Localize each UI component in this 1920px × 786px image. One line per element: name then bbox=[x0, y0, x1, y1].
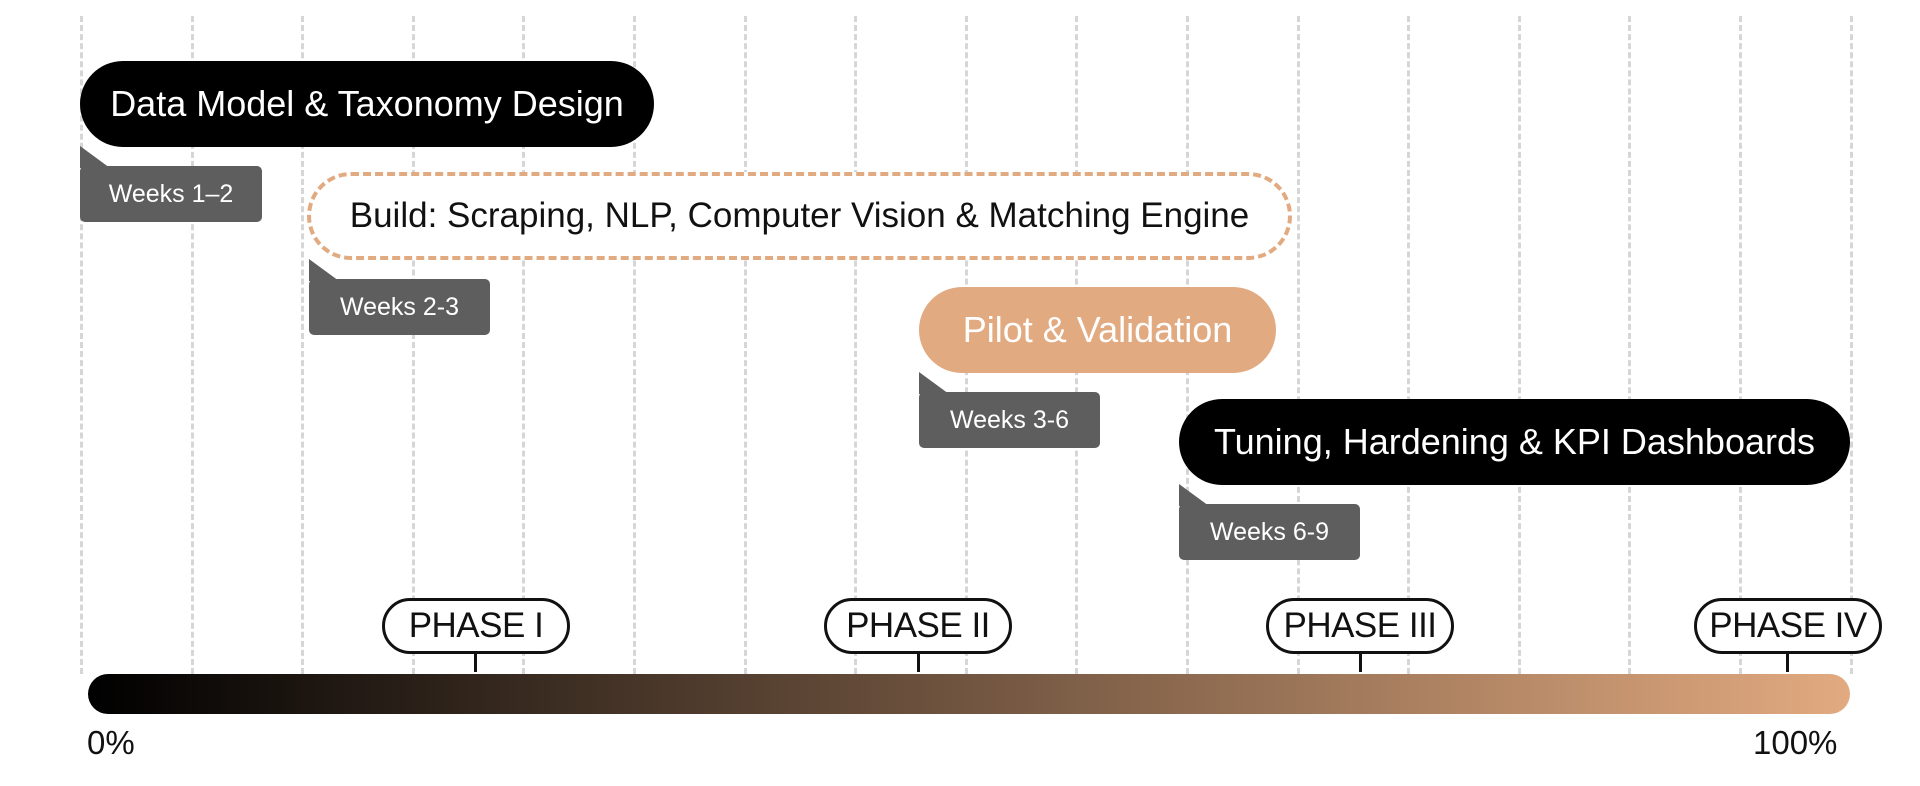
progress-gradient-bar bbox=[88, 674, 1850, 714]
grid-line bbox=[191, 16, 194, 674]
grid-line bbox=[744, 16, 747, 674]
phase-marker-3: PHASE III bbox=[1266, 598, 1454, 654]
tag-pointer bbox=[919, 372, 949, 394]
grid-line bbox=[1297, 16, 1300, 674]
task-bar-build: Build: Scraping, NLP, Computer Vision & … bbox=[307, 172, 1292, 260]
phase-stem bbox=[1786, 654, 1789, 672]
phase-stem bbox=[1359, 654, 1362, 672]
task-bar-data-model: Data Model & Taxonomy Design bbox=[80, 61, 654, 147]
tag-pointer bbox=[80, 146, 110, 168]
weeks-label: Weeks 2-3 bbox=[339, 292, 460, 321]
grid-line bbox=[80, 16, 83, 674]
grid-line bbox=[633, 16, 636, 674]
grid-line bbox=[522, 16, 525, 674]
progress-start-label: 0% bbox=[87, 724, 135, 761]
weeks-tag-data-model: Weeks 1–2 bbox=[80, 146, 262, 222]
grid-line bbox=[1628, 16, 1631, 674]
progress-end-label: 100% bbox=[1753, 724, 1838, 761]
tag-pointer bbox=[1179, 484, 1209, 506]
phase-stem bbox=[474, 654, 477, 672]
task-bar-pilot: Pilot & Validation bbox=[919, 287, 1276, 373]
grid-line bbox=[412, 16, 415, 674]
grid-line bbox=[301, 16, 304, 674]
phase-marker-4: PHASE IV bbox=[1694, 598, 1882, 654]
grid-line bbox=[1739, 16, 1742, 674]
weeks-tag-tuning: Weeks 6-9 bbox=[1179, 484, 1360, 560]
phase-stem bbox=[917, 654, 920, 672]
grid-line bbox=[1850, 16, 1853, 674]
grid-line bbox=[854, 16, 857, 674]
weeks-tag-build: Weeks 2-3 bbox=[309, 259, 490, 335]
weeks-tag-pilot: Weeks 3-6 bbox=[919, 372, 1100, 448]
weeks-label: Weeks 6-9 bbox=[1209, 517, 1330, 546]
weeks-label: Weeks 3-6 bbox=[949, 405, 1070, 434]
task-bar-tuning: Tuning, Hardening & KPI Dashboards bbox=[1179, 399, 1850, 485]
tag-pointer bbox=[309, 259, 339, 281]
phase-marker-1: PHASE I bbox=[382, 598, 570, 654]
phase-marker-2: PHASE II bbox=[824, 598, 1012, 654]
grid-line bbox=[1407, 16, 1410, 674]
weeks-label: Weeks 1–2 bbox=[108, 179, 234, 208]
grid-line bbox=[1518, 16, 1521, 674]
